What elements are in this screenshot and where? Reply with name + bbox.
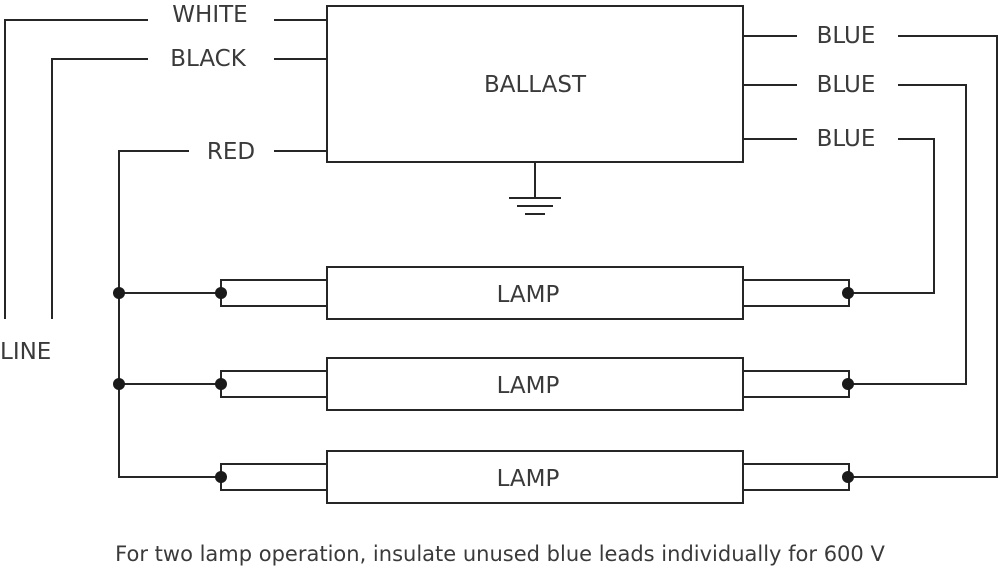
line-label: LINE [0, 339, 51, 365]
ground-icon [509, 161, 561, 215]
red-label: RED [207, 139, 255, 165]
junction-dot [842, 287, 854, 299]
junction-dot [842, 471, 854, 483]
junction-dots [113, 287, 854, 483]
lamp-2-tube [326, 357, 744, 411]
blue-label-3: BLUE [817, 126, 876, 152]
lamp-2-left-cap [220, 370, 328, 398]
lamp-2-right-cap [742, 370, 850, 398]
junction-dot [113, 287, 125, 299]
blue-label-2: BLUE [817, 72, 876, 98]
white-label: WHITE [172, 2, 247, 28]
lamp-1-left-cap [220, 279, 328, 307]
lamp-3-left-cap [220, 463, 328, 491]
lamp-1-label: LAMP [497, 282, 560, 308]
ballast-label: BALLAST [484, 72, 587, 98]
black-label: BLACK [170, 46, 247, 72]
blue-lead-1: BLUE [742, 23, 998, 478]
blue-lead-2: BLUE [742, 72, 967, 385]
junction-dot [113, 378, 125, 390]
lamp-3: LAMP [220, 450, 850, 504]
junction-dot [842, 378, 854, 390]
blue-label-1: BLUE [817, 23, 876, 49]
junction-dot [215, 287, 227, 299]
blue-lead-3: BLUE [742, 126, 935, 294]
ballast-box [326, 5, 744, 163]
operation-note: For two lamp operation, insulate unused … [115, 542, 885, 566]
lamp-2: LAMP [118, 357, 850, 411]
lamp-1-right-cap [742, 279, 850, 307]
junction-dot [215, 378, 227, 390]
red-lead: RED [118, 139, 328, 478]
black-lead: BLACK [51, 46, 328, 319]
lamp-3-right-cap [742, 463, 850, 491]
lamp-2-label: LAMP [497, 373, 560, 399]
lamp-1: LAMP [118, 266, 850, 320]
lamp-3-label: LAMP [497, 466, 560, 492]
white-lead: WHITE [4, 2, 328, 319]
junction-dot [215, 471, 227, 483]
